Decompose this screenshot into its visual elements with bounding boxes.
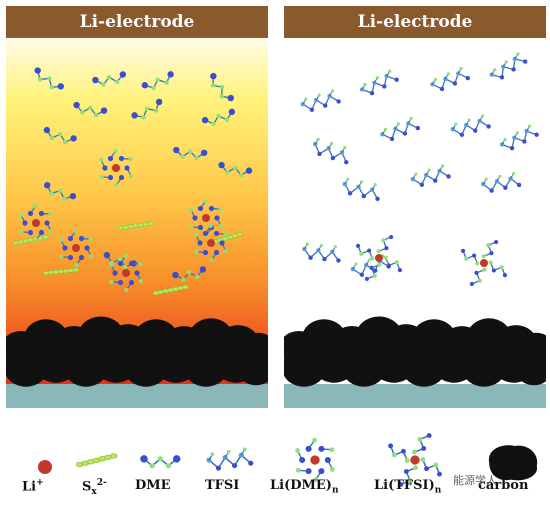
tfsi-molecule bbox=[380, 116, 420, 142]
li-dme-complex bbox=[295, 437, 335, 483]
legend-label-li-tfsi: Li(TFSI)n bbox=[374, 478, 442, 496]
carbon-particle-icon bbox=[488, 445, 538, 481]
dme-molecule bbox=[201, 108, 236, 126]
polysulfide-icon bbox=[75, 453, 118, 468]
tfsi-molecule bbox=[430, 66, 470, 92]
tfsi-molecule bbox=[410, 164, 451, 187]
dme-molecule bbox=[43, 182, 77, 202]
dme-molecule bbox=[173, 146, 208, 161]
carbon-layer bbox=[284, 316, 546, 387]
li-tfsi-complex bbox=[460, 239, 508, 287]
carbon-particle bbox=[516, 354, 546, 386]
panel-left-illustration bbox=[6, 38, 268, 408]
dme-molecule bbox=[92, 71, 127, 87]
legend-label-li-dme: Li(DME)n bbox=[270, 478, 339, 496]
tfsi-molecule bbox=[342, 177, 380, 202]
polysulfide-chain bbox=[152, 284, 189, 296]
dme-molecule bbox=[218, 161, 253, 178]
li-dme-complex-icon bbox=[295, 437, 335, 483]
dme-molecule bbox=[172, 266, 207, 282]
polysulfide-chain bbox=[42, 267, 80, 276]
legend-label-polysulfide: Sx2- bbox=[82, 478, 107, 497]
dme-molecule bbox=[43, 126, 77, 145]
watermark-text: 能源学人 bbox=[453, 474, 497, 487]
panel-right-title: Li-electrode bbox=[284, 6, 546, 38]
carbon-layer bbox=[6, 316, 268, 387]
dme-molecule bbox=[131, 98, 163, 120]
tfsi-molecule bbox=[206, 447, 254, 471]
legend-label-tfsi: TFSI bbox=[205, 478, 240, 493]
li-dme-complex bbox=[99, 149, 133, 187]
molecule-layer bbox=[12, 67, 253, 296]
current-collector bbox=[6, 384, 268, 408]
polysulfide-chain bbox=[75, 453, 118, 468]
tfsi-molecule bbox=[302, 242, 341, 263]
tfsi-molecule bbox=[359, 69, 399, 96]
tfsi-molecule bbox=[499, 124, 539, 151]
legend-label-dme: DME bbox=[135, 478, 171, 493]
panel-right-tfsi-electrolyte: Li-electrode bbox=[284, 6, 546, 408]
dme-molecule bbox=[141, 71, 174, 91]
li-tfsi-complex bbox=[355, 234, 403, 282]
tfsi-molecule bbox=[481, 171, 522, 193]
tfsi-molecule bbox=[300, 89, 341, 112]
li-dme-complex bbox=[194, 224, 228, 262]
dme-molecule bbox=[140, 455, 181, 469]
tfsi-molecule-icon bbox=[206, 447, 254, 471]
li-dme-complex bbox=[19, 204, 53, 242]
legend-label-carbon: carbon bbox=[478, 478, 529, 493]
lithium-ion-icon bbox=[38, 460, 52, 474]
li-tfsi-complex bbox=[388, 433, 442, 487]
dme-molecule-icon bbox=[140, 455, 181, 469]
dme-molecule bbox=[34, 67, 65, 90]
panel-left-dme-electrolyte: Li-electrode bbox=[6, 6, 268, 408]
dme-molecule bbox=[210, 72, 234, 102]
dme-molecule bbox=[73, 101, 108, 118]
li-dme-complex bbox=[59, 229, 93, 267]
current-collector bbox=[284, 384, 546, 408]
li-dme-complex bbox=[109, 254, 143, 292]
li-dme-complex bbox=[189, 199, 223, 237]
li-tfsi-complex-icon bbox=[388, 433, 442, 487]
panel-right-illustration bbox=[284, 38, 546, 408]
tfsi-molecule bbox=[450, 114, 491, 137]
carbon-particle bbox=[238, 354, 268, 386]
molecule-layer bbox=[300, 52, 539, 287]
polysulfide-chain bbox=[117, 221, 154, 231]
tfsi-molecule bbox=[312, 137, 349, 165]
panel-left-title: Li-electrode bbox=[6, 6, 268, 38]
tfsi-molecule bbox=[489, 52, 528, 80]
legend-label-li-ion: Li+ bbox=[22, 478, 44, 495]
